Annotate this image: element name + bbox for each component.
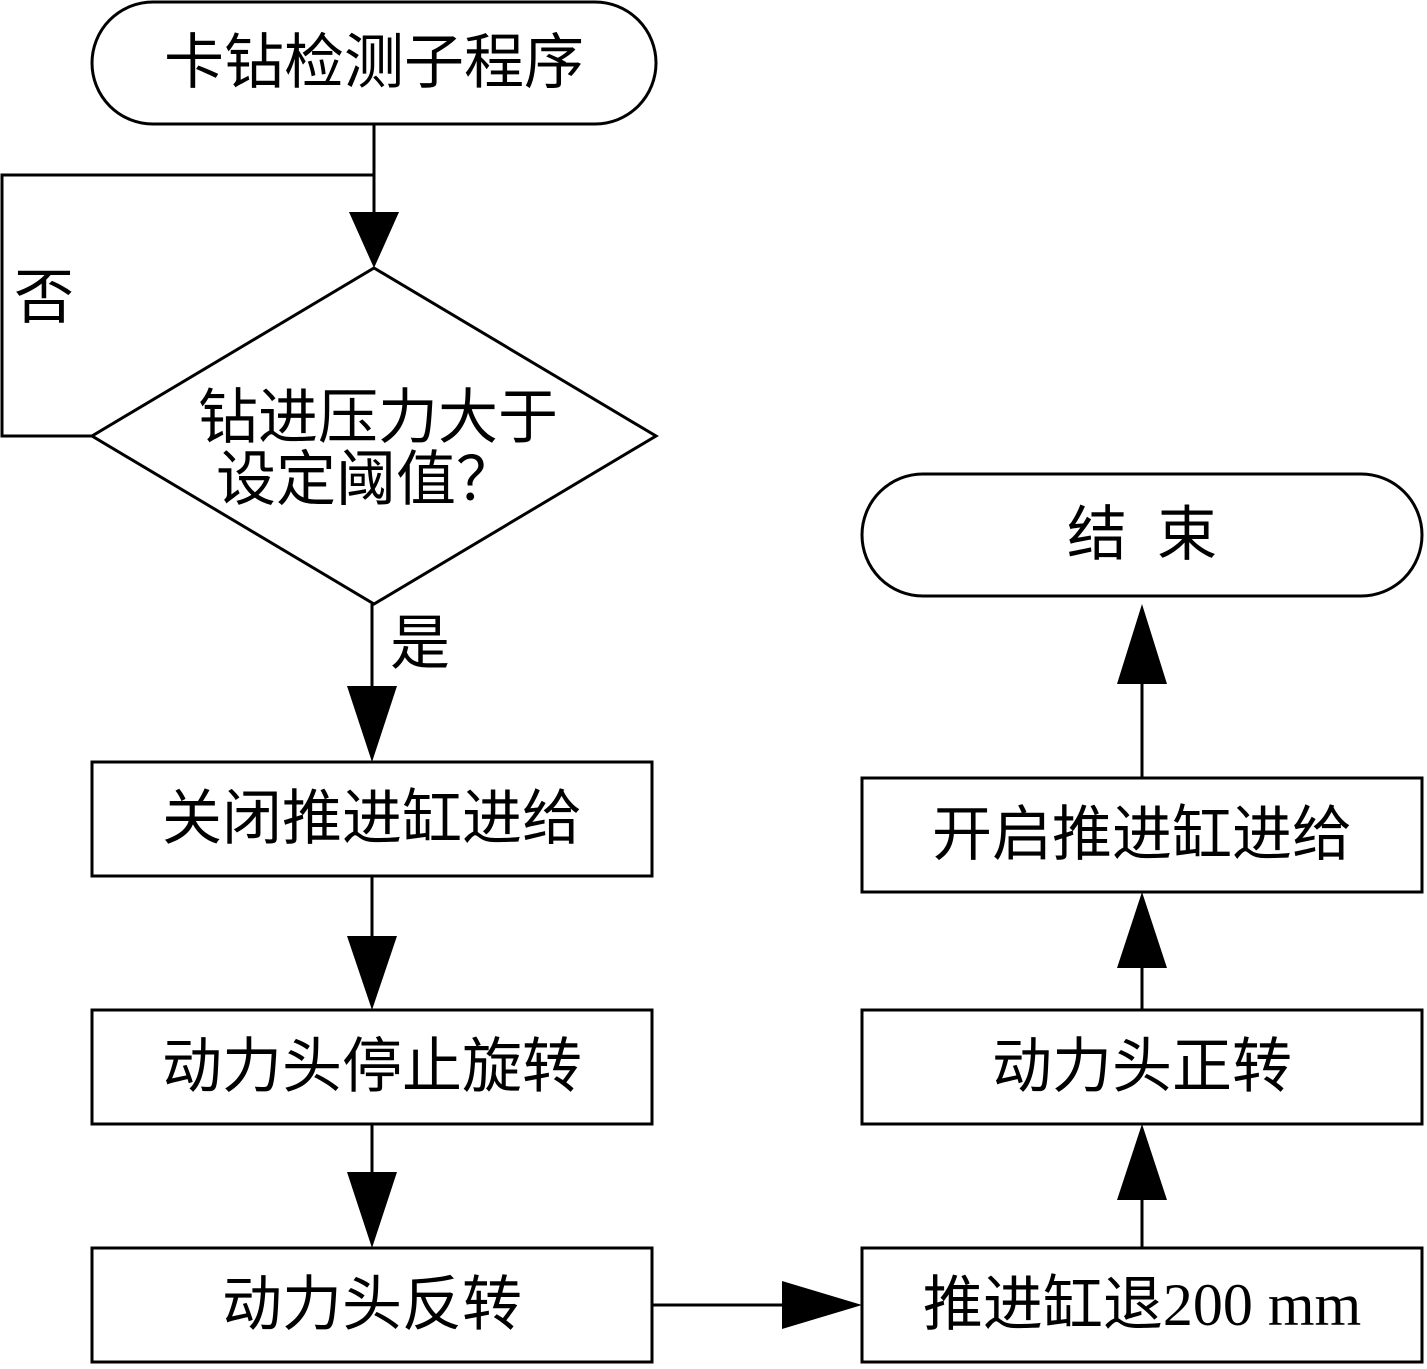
yes-label: 是 [390, 611, 450, 677]
arrowhead-reverse-retract [782, 1281, 862, 1329]
close-feed-label: 关闭推进缸进给 [162, 786, 582, 852]
arrowhead-stop-reverse [347, 1172, 397, 1248]
box-forward [860, 1008, 1424, 1126]
no-label: 否 [14, 265, 74, 331]
end-label: 结 束 [1067, 502, 1217, 568]
arrowhead-decision-close [347, 686, 397, 762]
decision-label-line2: 设定阈值？ [216, 447, 516, 513]
retract-label: 推进缸退200 mm [922, 1272, 1362, 1338]
decision-diamond [89, 266, 659, 606]
box-open-feed [860, 776, 1424, 894]
arrowhead-forward-open [1117, 892, 1167, 968]
end-terminal [860, 472, 1424, 598]
reverse-label: 动力头反转 [222, 1272, 522, 1338]
arrowhead-start-decision [349, 212, 399, 268]
forward-label: 动力头正转 [992, 1034, 1292, 1100]
connector-no-loop [0, 173, 374, 438]
box-close-feed [90, 760, 654, 878]
box-reverse [90, 1246, 654, 1364]
arrowhead-retract-forward [1117, 1124, 1167, 1200]
arrowhead-open-end [1117, 604, 1167, 684]
open-feed-label: 开启推进缸进给 [932, 802, 1352, 868]
decision-label-line1: 钻进压力大于 [198, 385, 558, 451]
stop-rotation-label: 动力头停止旋转 [162, 1034, 582, 1100]
start-label: 卡钻检测子程序 [164, 30, 584, 96]
arrowhead-close-stop [347, 936, 397, 1010]
